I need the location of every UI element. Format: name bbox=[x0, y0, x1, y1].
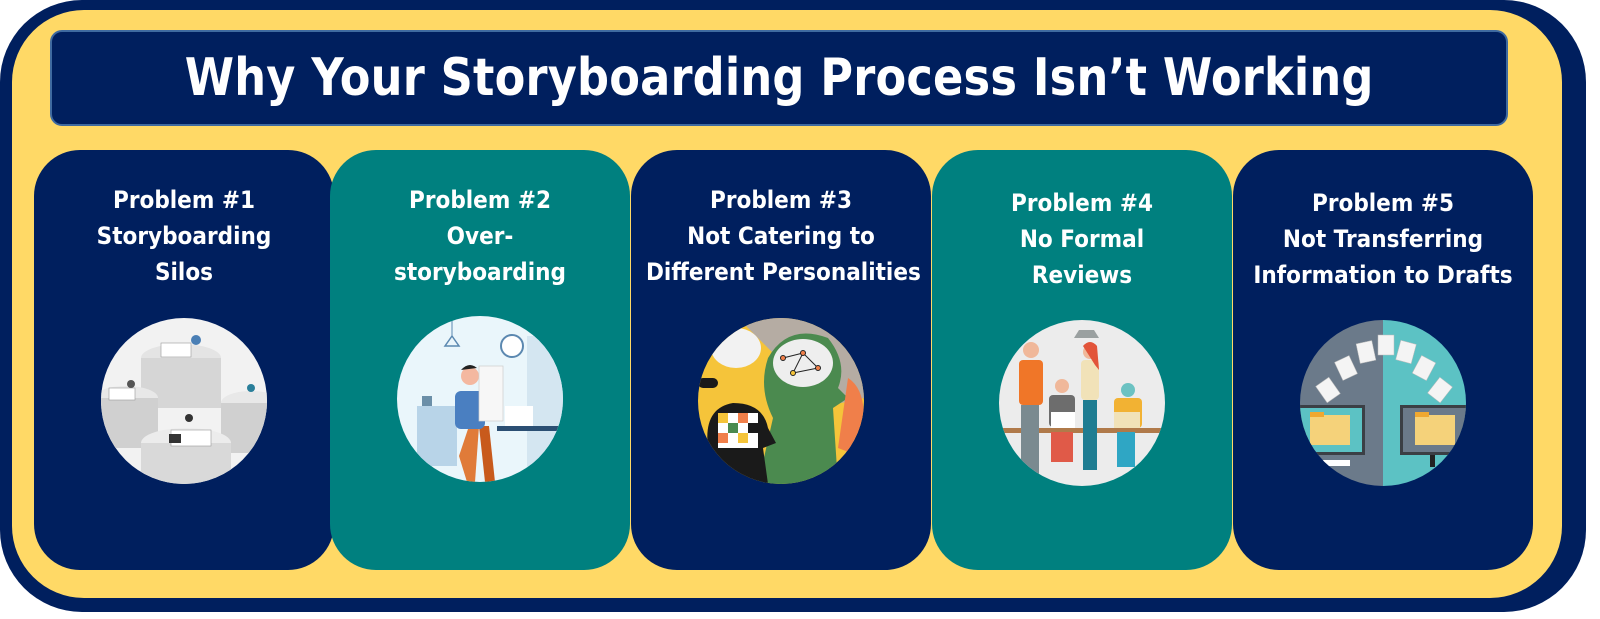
problem-title-line-1: Not Transferring bbox=[1282, 225, 1484, 253]
page-title: Why Your Storyboarding Process Isn’t Wor… bbox=[184, 48, 1374, 108]
problem-title-line-1: Storyboarding bbox=[96, 222, 272, 250]
problem-number: Problem #4 bbox=[1010, 189, 1154, 217]
problem-card-5-text: Problem #5 Not Transferring Information … bbox=[1233, 185, 1533, 293]
problem-title-line-2: Different Personalities bbox=[646, 258, 921, 286]
problem-title-line-2: storyboarding bbox=[393, 258, 566, 286]
problem-card-4-text: Problem #4 No Formal Reviews bbox=[932, 185, 1232, 293]
problem-title-line-2: Silos bbox=[154, 258, 214, 286]
problem-title-line-2: Reviews bbox=[1031, 261, 1133, 289]
problem-number: Problem #3 bbox=[709, 186, 853, 214]
problem-title-line-1: No Formal bbox=[1019, 225, 1145, 253]
team-review-illustration-icon bbox=[999, 320, 1165, 486]
problem-card-1: Problem #1 Storyboarding Silos bbox=[34, 150, 334, 570]
overloaded-paperwork-illustration-icon bbox=[397, 316, 563, 482]
problem-card-5: Problem #5 Not Transferring Information … bbox=[1233, 150, 1533, 570]
problem-number: Problem #1 bbox=[112, 186, 256, 214]
problem-card-3: Problem #3 Not Catering to Different Per… bbox=[631, 150, 931, 570]
office-silos-illustration-icon bbox=[101, 318, 267, 484]
file-transfer-illustration-icon bbox=[1300, 320, 1466, 486]
problem-number: Problem #5 bbox=[1311, 189, 1455, 217]
title-banner: Why Your Storyboarding Process Isn’t Wor… bbox=[50, 30, 1508, 126]
problem-title-line-2: Information to Drafts bbox=[1253, 261, 1513, 289]
problem-card-4: Problem #4 No Formal Reviews bbox=[932, 150, 1232, 570]
problem-card-2-text: Problem #2 Over- storyboarding bbox=[330, 182, 630, 290]
problem-title-line-1: Not Catering to bbox=[687, 222, 875, 250]
problem-card-3-text: Problem #3 Not Catering to Different Per… bbox=[631, 182, 931, 290]
problem-card-1-text: Problem #1 Storyboarding Silos bbox=[34, 182, 334, 290]
problem-card-2: Problem #2 Over- storyboarding bbox=[330, 150, 630, 570]
different-personalities-illustration-icon bbox=[698, 318, 864, 484]
problem-number: Problem #2 bbox=[408, 186, 552, 214]
problem-title-line-1: Over- bbox=[446, 222, 514, 250]
